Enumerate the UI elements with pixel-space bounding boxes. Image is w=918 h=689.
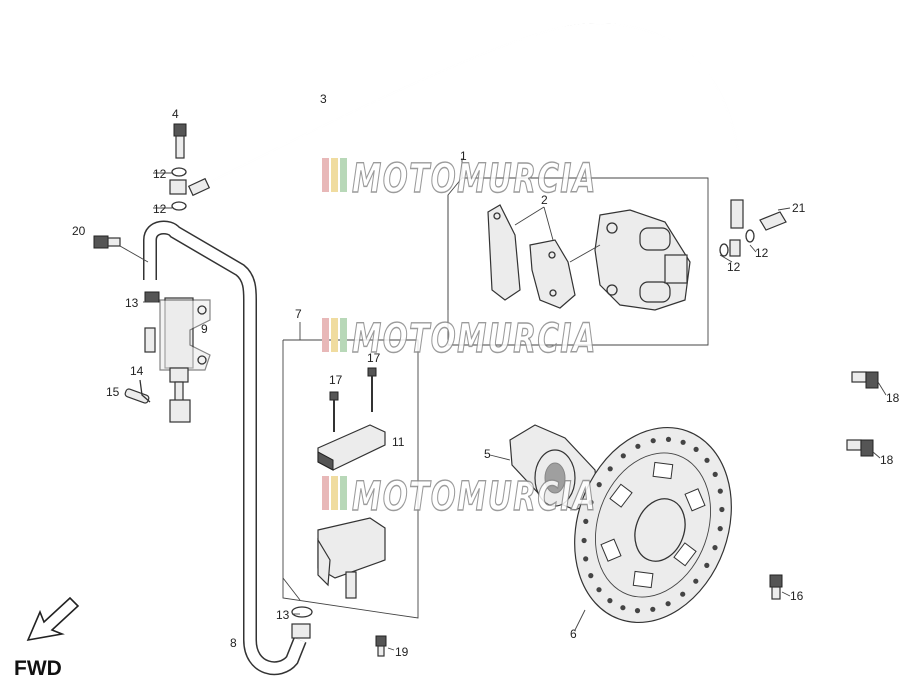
disc-hole: [665, 601, 671, 607]
disc-hole: [712, 545, 718, 551]
forward-direction-arrow: FWD: [14, 596, 80, 680]
disc-hole: [596, 587, 602, 593]
disc-slot: [673, 542, 697, 567]
disc-hole: [693, 578, 699, 584]
rear-master-cylinder: [144, 291, 211, 423]
callout-17-b: 17: [367, 351, 381, 365]
disc-hole: [607, 466, 613, 472]
brake-pad-left: [487, 204, 521, 301]
disc-slots: [600, 461, 706, 589]
disc-hole: [704, 457, 710, 463]
watermark-bottom: MOTOMURCIA: [322, 473, 597, 521]
disc-hole: [719, 506, 725, 513]
disc-hole: [650, 606, 656, 612]
disc-hole: [583, 556, 589, 562]
watermark-top: MOTOMURCIA: [322, 155, 597, 203]
disc-slot: [652, 461, 674, 480]
disc-hole: [620, 605, 626, 611]
disc-vent-holes: [581, 436, 725, 614]
disc-hole: [588, 499, 594, 505]
disc-hole: [583, 518, 589, 525]
banjo-bolt-4: [169, 123, 187, 211]
disc-hole: [588, 573, 594, 579]
reservoir-assembly-frame: [282, 339, 419, 619]
bolt-19: [375, 635, 387, 657]
clevis-pin: [124, 379, 151, 404]
callout-11: 11: [392, 435, 405, 449]
callout-12-d: 12: [755, 246, 769, 260]
callout-19: 19: [395, 645, 409, 659]
fwd-label: FWD: [14, 657, 62, 680]
callout-16: 16: [790, 589, 804, 603]
reservoir-hose: [143, 220, 307, 676]
callout-13-b: 13: [276, 608, 290, 622]
callout-14: 14: [130, 364, 144, 378]
callout-21: 21: [792, 201, 806, 215]
callout-18-a: 18: [886, 391, 900, 405]
disc-hole: [712, 471, 718, 477]
svg-text:MOTOMURCIA: MOTOMURCIA: [352, 316, 597, 362]
callout-5: 5: [484, 447, 491, 461]
disc-hole: [634, 608, 641, 614]
disc-hole: [607, 598, 613, 604]
callout-7: 7: [295, 307, 302, 321]
reservoir-cap-11: [317, 424, 386, 471]
fwd-arrow-icon: [26, 596, 80, 642]
callout-12-c: 12: [727, 260, 741, 274]
callout-9: 9: [201, 322, 208, 336]
callout-20: 20: [72, 224, 86, 238]
callout-17-a: 17: [329, 373, 343, 387]
caliper-assembly-frame: [447, 158, 709, 346]
callout-18-b: 18: [880, 453, 894, 467]
svg-text:MOTOMURCIA: MOTOMURCIA: [352, 156, 597, 202]
reservoir-body: [317, 517, 386, 599]
brake-disc: [574, 426, 732, 624]
brake-caliper: [569, 209, 691, 311]
bolt-16: [769, 574, 783, 600]
callout-15: 15: [106, 385, 120, 399]
disc-slot: [609, 483, 633, 508]
hub-flange: [509, 424, 599, 511]
callout-13-a: 13: [125, 296, 139, 310]
callout-6: 6: [570, 627, 577, 641]
disc-hole: [635, 443, 641, 449]
hose-clamp-lower: [291, 606, 313, 639]
disc-hole: [680, 439, 686, 445]
disc-hole: [680, 591, 686, 597]
callout-4: 4: [172, 107, 179, 121]
callout-1: 1: [460, 149, 467, 163]
disc-hole: [693, 446, 699, 452]
watermark-middle: MOTOMURCIA: [322, 315, 597, 363]
callout-2: 2: [541, 193, 548, 207]
disc-hole: [717, 488, 723, 494]
svg-text:MOTOMURCIA: MOTOMURCIA: [352, 474, 597, 520]
disc-slot: [632, 570, 654, 589]
disc-hole: [581, 537, 587, 544]
disc-hole: [650, 438, 656, 444]
callouts: 1 2 3 4 5 6 7 8 9 11 12 12 12 12 13 13 1…: [72, 92, 900, 659]
disc-slot: [600, 538, 622, 562]
disc-hole: [665, 436, 672, 442]
bolt-20: [93, 235, 149, 263]
disc-hole: [620, 453, 626, 459]
bolt-18-lower: [846, 439, 874, 457]
caliper-banjo-bolt: [719, 211, 787, 257]
disc-hole: [596, 482, 602, 488]
callout-12-a: 12: [153, 167, 167, 181]
brake-pad-right: [529, 239, 576, 309]
brake-hose-upper: [187, 22, 744, 229]
reservoir-screws-17: [329, 367, 377, 432]
callout-3: 3: [320, 92, 327, 106]
callout-8: 8: [230, 636, 237, 650]
bolt-18-upper: [851, 371, 879, 389]
disc-hole: [717, 526, 723, 532]
leader-lines: [143, 172, 887, 651]
callout-12-b: 12: [153, 202, 167, 216]
disc-hole: [704, 562, 710, 569]
disc-slot: [684, 488, 706, 512]
